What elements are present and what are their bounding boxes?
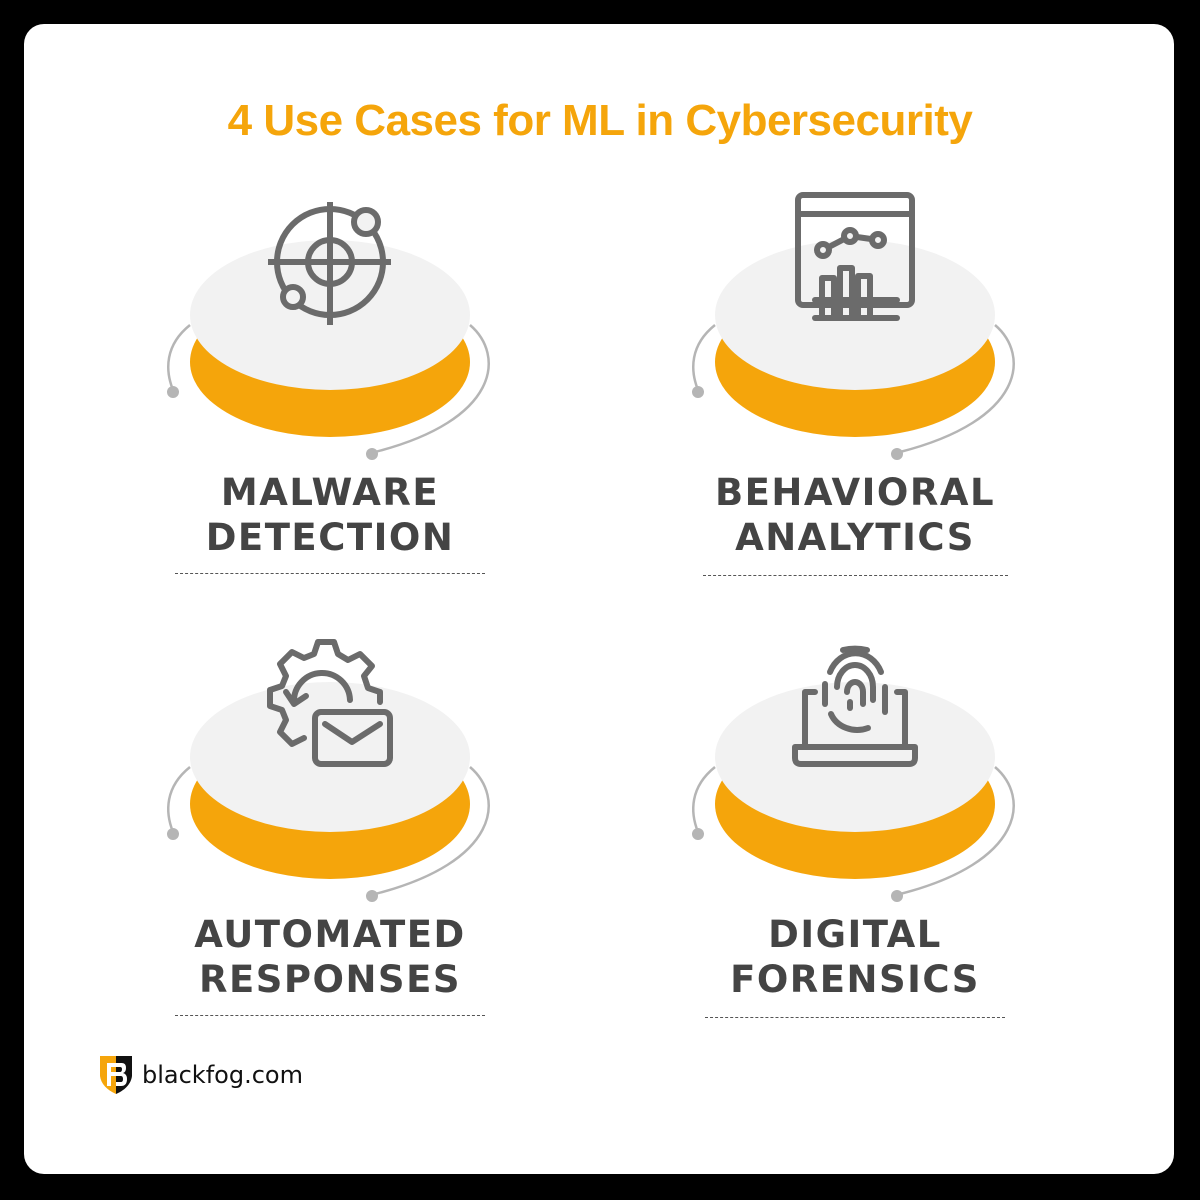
use-case-title-line2: DETECTION: [205, 516, 455, 559]
laptop-fingerprint-icon: [792, 645, 918, 767]
divider: [705, 1017, 1005, 1018]
use-case-malware-detection: MALWARE DETECTION: [160, 190, 500, 590]
use-case-title-line2: FORENSICS: [730, 958, 980, 1001]
use-case-title-line1: MALWARE: [220, 471, 440, 514]
use-case-title-line1: BEHAVIORAL: [714, 471, 996, 514]
infographic-card: [24, 24, 1174, 1174]
divider: [175, 573, 485, 574]
use-case-digital-forensics: DIGITAL FORENSICS: [685, 632, 1025, 1032]
page-title: 4 Use Cases for ML in Cybersecurity: [227, 96, 973, 145]
pedestal-graphic: [692, 192, 1015, 460]
gear-refresh-mail-icon: [267, 639, 393, 767]
use-case-behavioral-analytics: BEHAVIORAL ANALYTICS: [685, 190, 1025, 590]
use-case-automated-responses: AUTOMATED RESPONSES: [160, 632, 500, 1032]
pedestal-graphic: [167, 202, 490, 460]
pedestal-graphic: [692, 645, 1015, 902]
divider: [175, 1015, 485, 1016]
crosshair-target-icon: [268, 202, 391, 325]
brand-url[interactable]: blackfog.com: [142, 1061, 303, 1089]
shield-logo-icon: [100, 1056, 132, 1094]
use-case-title-line1: AUTOMATED: [194, 913, 466, 956]
use-case-title-line1: DIGITAL: [768, 913, 942, 956]
use-case-title-line2: ANALYTICS: [735, 516, 975, 559]
pedestal-graphic: [167, 639, 490, 902]
use-case-title-line2: RESPONSES: [198, 958, 462, 1001]
analytics-dashboard-icon: [795, 192, 915, 321]
brand-logo[interactable]: blackfog.com: [98, 1054, 303, 1096]
divider: [703, 575, 1008, 576]
